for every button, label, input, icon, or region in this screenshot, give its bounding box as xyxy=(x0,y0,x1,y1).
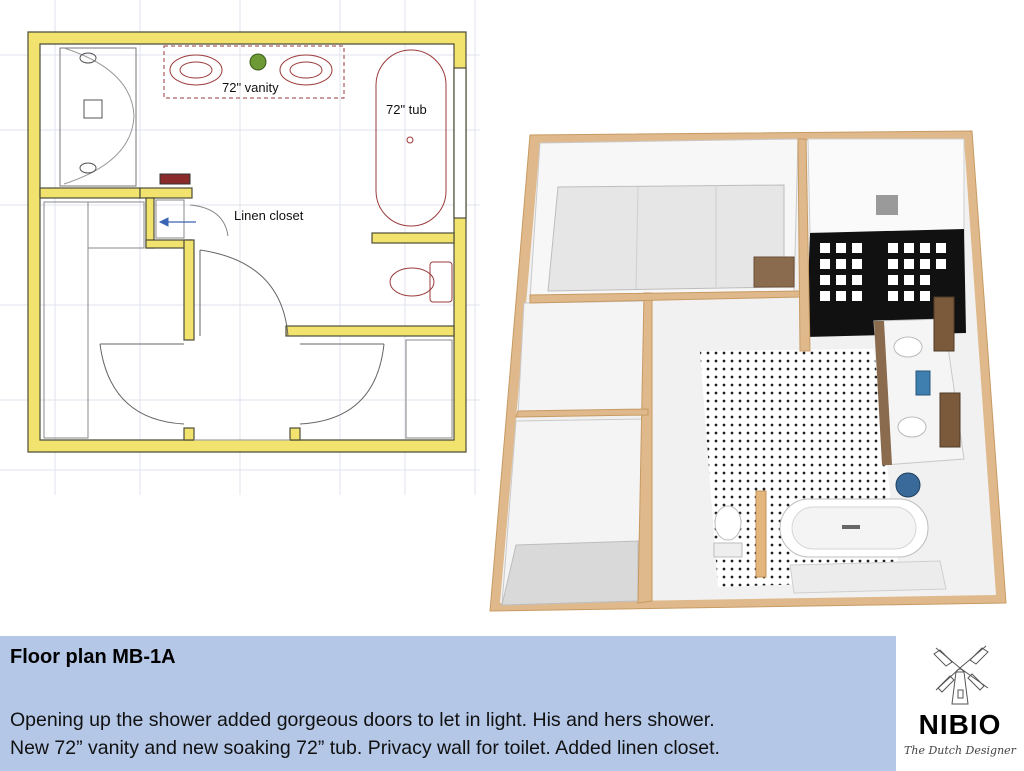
plan-grid xyxy=(0,0,480,495)
tub-3d xyxy=(779,498,947,594)
doors xyxy=(99,249,385,425)
caption-panel: Floor plan MB-1A Opening up the shower a… xyxy=(0,636,896,771)
floor-plan-2d: 72" vanity 72" tub Linen closet xyxy=(0,0,480,495)
tub-label: 72" tub xyxy=(386,102,427,117)
windmill-icon xyxy=(933,645,989,705)
toilet-3d xyxy=(713,490,767,578)
caption-title: Floor plan MB-1A xyxy=(10,646,176,668)
linen-closet xyxy=(155,199,229,239)
shower xyxy=(59,47,137,187)
shower-3d xyxy=(807,138,965,234)
vanity-3d xyxy=(873,296,965,498)
logo-brand: NIBIO xyxy=(918,709,1002,740)
caption-description-line-1: Opening up the shower added gorgeous doo… xyxy=(10,709,715,731)
caption-description-line-2: New 72” vanity and new soaking 72” tub. … xyxy=(10,737,720,759)
closets xyxy=(43,201,453,441)
closet-middle xyxy=(517,300,649,416)
tub xyxy=(375,49,447,227)
vanity xyxy=(163,45,345,99)
toilet xyxy=(389,261,453,303)
floor-plan-3d xyxy=(489,130,1007,612)
vanity-label: 72" vanity xyxy=(222,80,279,95)
logo-tagline: The Dutch Designer xyxy=(904,744,1016,757)
closet-shelves xyxy=(547,184,785,292)
shower-glass-doors xyxy=(806,229,966,337)
towel-rack xyxy=(159,173,191,185)
nibio-logo: NIBIO The Dutch Designer xyxy=(896,636,1024,771)
linen-closet-label: Linen closet xyxy=(234,208,304,223)
walls xyxy=(27,31,467,453)
